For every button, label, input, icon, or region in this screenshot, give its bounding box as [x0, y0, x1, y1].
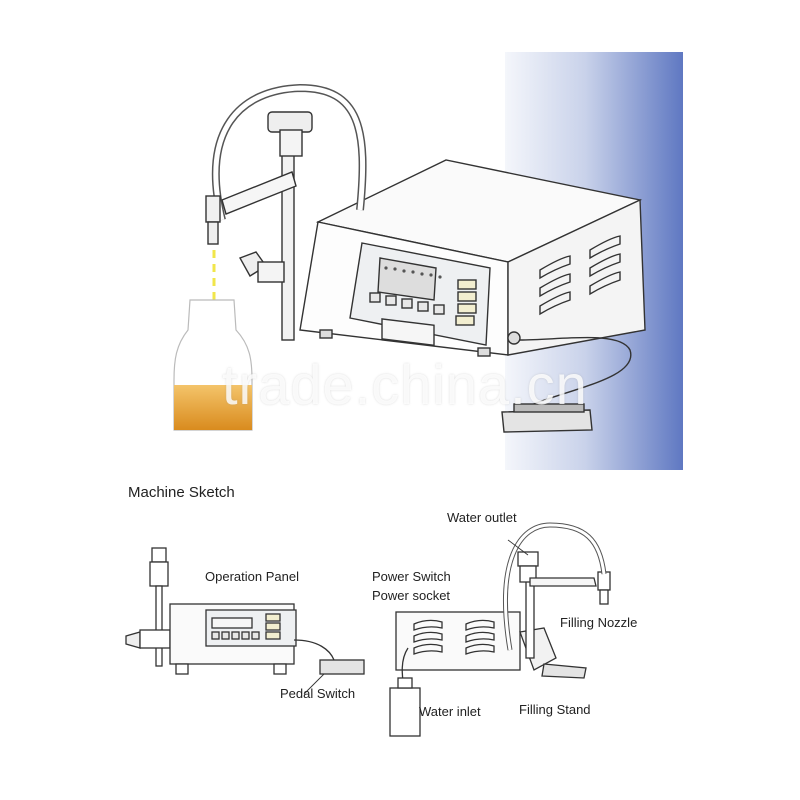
label-filling-stand: Filling Stand	[519, 702, 591, 717]
sketch-bottle	[389, 687, 421, 737]
sketch-pedal	[319, 659, 365, 675]
sketch-front	[125, 547, 365, 675]
sketch-title: Machine Sketch	[128, 484, 235, 501]
label-pedal-switch: Pedal Switch	[280, 686, 356, 701]
label-power-switch: Power Switch	[372, 569, 451, 584]
label-power-socket: Power socket	[372, 588, 451, 603]
label-filling-nozzle: Filling Nozzle	[560, 615, 638, 630]
lcd-display	[381, 318, 435, 347]
label-water-outlet: Water outlet	[447, 510, 517, 525]
leader-lines	[303, 539, 529, 695]
bottle	[173, 299, 253, 431]
filling-nozzle	[205, 195, 221, 223]
watermark-text: trade.china.cn	[222, 353, 588, 416]
label-water-inlet: Water inlet	[419, 704, 481, 719]
power-switch-knob	[507, 331, 521, 345]
main-machine	[205, 83, 646, 433]
label-operation-panel: Operation Panel	[205, 569, 299, 584]
sketch-side	[389, 522, 611, 737]
